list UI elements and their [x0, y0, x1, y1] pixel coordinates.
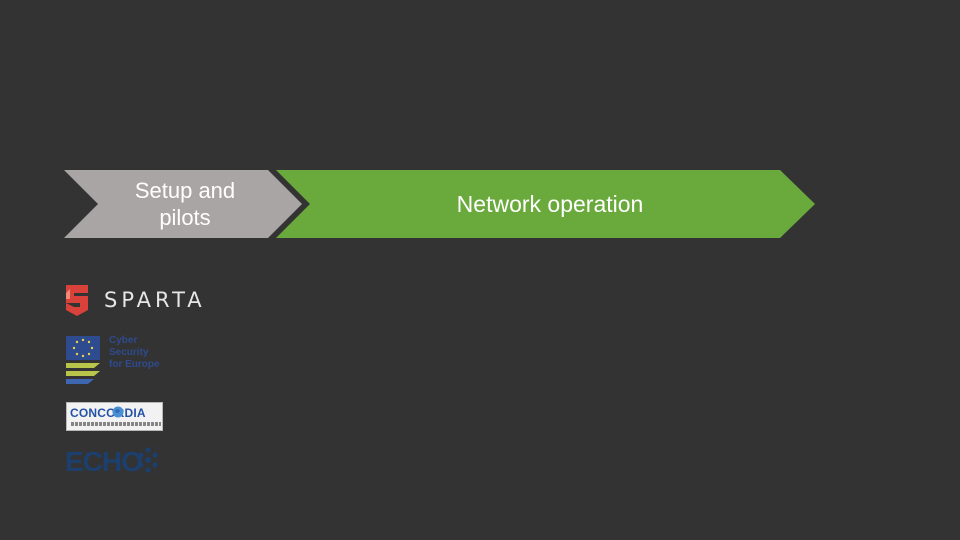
eu-flag-icon	[66, 336, 100, 384]
step-1-text: Setup and pilots	[134, 177, 236, 231]
echo-logo: ECHO	[64, 444, 164, 478]
dot-cluster-icon	[138, 447, 158, 473]
sparta-wordmark: SPARTA	[104, 288, 206, 312]
step-2-text: Network operation	[456, 190, 644, 217]
concordia-tagline	[71, 422, 161, 426]
sparta-logo: SPARTA	[62, 282, 212, 320]
globe-icon	[112, 406, 124, 418]
step-setup-and-pilots-label: Setup and pilots	[105, 172, 265, 236]
chevron-network-operation	[276, 170, 815, 238]
echo-wordmark: ECHO	[65, 446, 143, 477]
sparta-shield-icon	[66, 285, 88, 316]
concordia-wordmark: CONCORDIA	[70, 406, 146, 420]
concordia-logo: CONCORDIA	[66, 402, 163, 431]
step-network-operation-label: Network operation	[330, 172, 770, 236]
csfe-wordmark: Cyber Security for Europe	[109, 335, 160, 370]
cyber-security-for-europe-logo: Cyber Security for Europe	[64, 334, 174, 390]
chevron-setup-and-pilots	[64, 170, 302, 238]
